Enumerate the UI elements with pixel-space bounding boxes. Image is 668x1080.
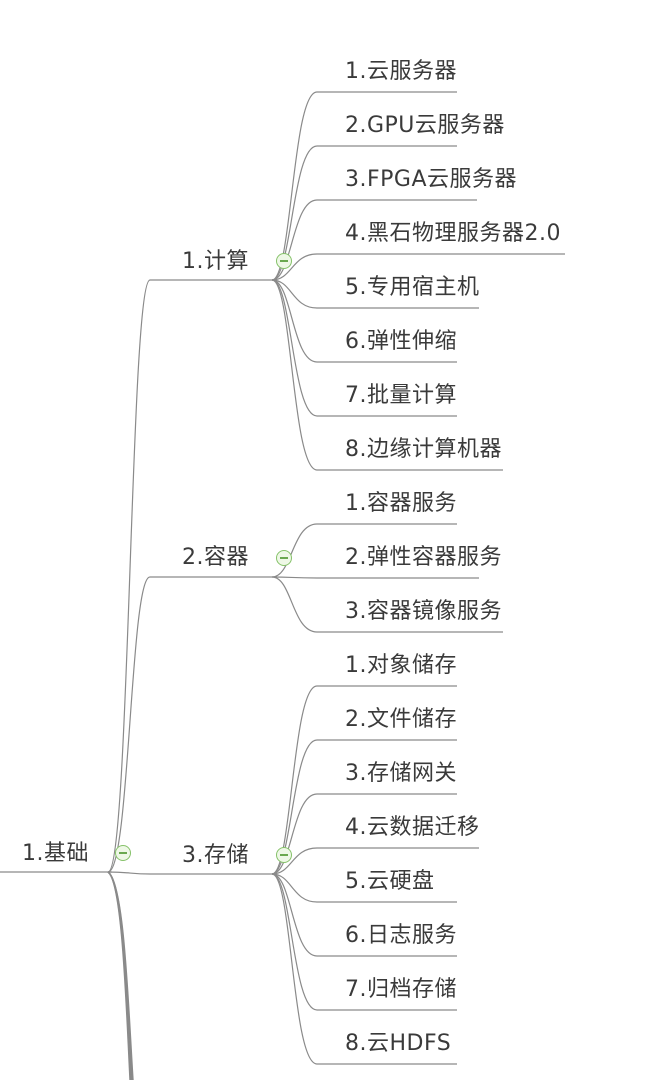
connector-compute-leaf-5 [271, 279, 318, 309]
connector-compute-leaf-6 [271, 279, 318, 363]
connector-compute-leaf-1 [271, 91, 318, 281]
leaf-storage-8[interactable]: 8.云HDFS [345, 1031, 452, 1056]
connector-storage-leaf-1 [271, 685, 318, 875]
leaf-compute-4[interactable]: 4.黑石物理服务器2.0 [345, 221, 561, 246]
leaf-compute-7[interactable]: 7.批量计算 [345, 383, 457, 408]
leaf-container-3[interactable]: 3.容器镜像服务 [345, 599, 502, 624]
connector-storage-leaf-3 [271, 793, 318, 875]
connector-storage-leaf-6 [271, 873, 318, 957]
branch-label-container[interactable]: 2.容器 [182, 545, 249, 570]
leaf-storage-7[interactable]: 7.归档存储 [345, 977, 457, 1002]
connector-container-leaf-1 [271, 523, 318, 578]
leaf-compute-3[interactable]: 3.FPGA云服务器 [345, 167, 518, 192]
connector-compute-leaf-2 [271, 145, 318, 281]
leaf-storage-1[interactable]: 1.对象储存 [345, 653, 457, 678]
connector-root-offscreen-6 [107, 871, 134, 1080]
leaf-storage-4[interactable]: 4.云数据迁移 [345, 815, 480, 840]
leaf-container-2[interactable]: 2.弹性容器服务 [345, 545, 502, 570]
leaf-compute-6[interactable]: 6.弹性伸缩 [345, 329, 457, 354]
leaf-compute-1[interactable]: 1.云服务器 [345, 59, 457, 84]
leaf-compute-8[interactable]: 8.边缘计算机器 [345, 437, 502, 462]
connector-root-to-compute [107, 279, 151, 873]
connector-storage-leaf-5 [271, 873, 318, 903]
leaf-compute-2[interactable]: 2.GPU云服务器 [345, 113, 505, 138]
branch-label-compute[interactable]: 1.计算 [182, 249, 249, 274]
leaf-container-1[interactable]: 1.容器服务 [345, 491, 457, 516]
leaf-storage-5[interactable]: 5.云硬盘 [345, 869, 435, 894]
branch-label-storage[interactable]: 3.存储 [182, 843, 249, 868]
connector-container-leaf-2 [271, 576, 318, 579]
branch-storage-collapse-icon[interactable] [276, 847, 292, 863]
branch-container-collapse-icon[interactable] [276, 550, 292, 566]
connector-root-to-storage [107, 871, 151, 875]
connector-container-leaf-3 [271, 576, 318, 633]
root-node-label[interactable]: 1.基础 [22, 841, 89, 866]
leaf-storage-2[interactable]: 2.文件储存 [345, 707, 457, 732]
root-collapse-icon[interactable] [115, 845, 131, 861]
leaf-storage-3[interactable]: 3.存储网关 [345, 761, 457, 786]
connector-storage-leaf-8 [271, 873, 318, 1065]
branch-compute-collapse-icon[interactable] [276, 253, 292, 269]
connector-compute-leaf-4 [271, 253, 318, 281]
connector-compute-leaf-3 [271, 199, 318, 281]
leaf-storage-6[interactable]: 6.日志服务 [345, 923, 457, 948]
connector-storage-leaf-2 [271, 739, 318, 875]
leaf-compute-5[interactable]: 5.专用宿主机 [345, 275, 480, 300]
connector-compute-leaf-8 [271, 279, 318, 471]
connector-compute-leaf-7 [271, 279, 318, 417]
connector-root-to-container [107, 576, 151, 873]
connector-storage-leaf-4 [271, 847, 318, 875]
connector-storage-leaf-7 [271, 873, 318, 1011]
